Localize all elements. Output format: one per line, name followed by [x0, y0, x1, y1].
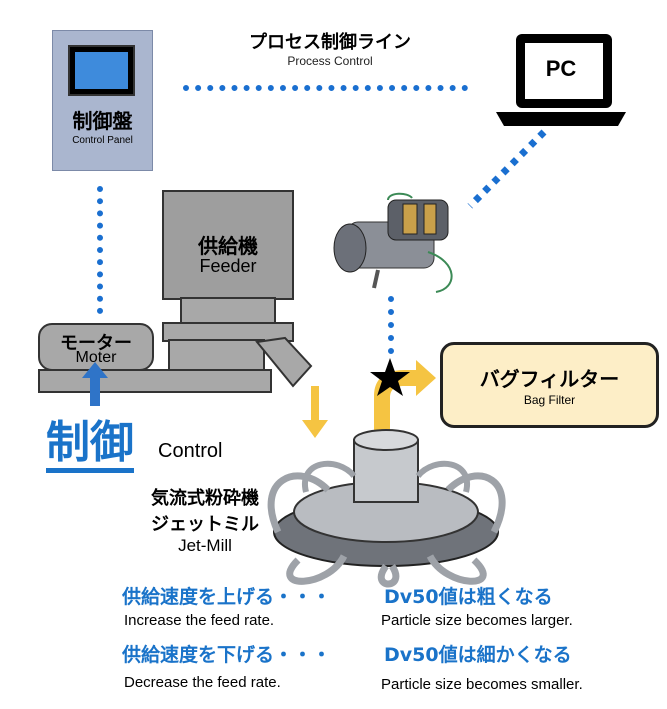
control-subtitle: Control: [158, 440, 223, 462]
feeder-base: [38, 369, 272, 393]
control-panel: 制御盤 Control Panel: [52, 30, 153, 171]
rule-2-result-jp: Dv50値は細かくなる: [384, 644, 572, 666]
bag-filter: バグフィルター Bag Filter: [440, 342, 659, 428]
control-arrow-icon: [82, 362, 108, 406]
panel-motor-link: [97, 186, 103, 314]
bag-filter-subtitle: Bag Filter: [523, 393, 576, 407]
rule-2-action-jp: 供給速度を下げる・・・: [122, 644, 332, 666]
bag-filter-title: バグフィルター: [479, 367, 620, 391]
rule-1-result-en: Particle size becomes larger.: [381, 612, 573, 629]
feeder-hopper: 供給機 Feeder: [162, 190, 294, 300]
sensor-star-link: [388, 296, 394, 354]
process-line-subtitle: Process Control: [287, 54, 373, 68]
control-title: 制御: [46, 418, 134, 473]
rule-1-action-en: Increase the feed rate.: [124, 612, 275, 629]
jet-mill-title-jp: 気流式粉砕機: [151, 488, 259, 509]
motor-unit: モーター Moter: [38, 323, 154, 371]
particle-sensor-image: [333, 192, 453, 293]
jet-mill-title-kana: ジェットミル: [151, 514, 259, 535]
laptop-icon: [496, 34, 626, 126]
pc-sensor-link: [467, 129, 547, 209]
rule-1-action-jp: 供給速度を上げる・・・: [122, 586, 332, 608]
process-line-title: プロセス制御ライン: [249, 32, 411, 53]
control-panel-title: 制御盤: [72, 109, 133, 133]
feed-arrow-icon: [302, 386, 328, 438]
feeder-neck: [180, 297, 276, 325]
jet-mill-image: [267, 429, 506, 588]
panel-screen-display: [75, 52, 128, 89]
feeder-chute: [255, 336, 313, 388]
feeder-subtitle: Feeder: [199, 256, 257, 276]
rule-1-result-jp: Dv50値は粗くなる: [384, 586, 553, 608]
process-line-link: [183, 85, 468, 91]
panel-screen: [68, 45, 135, 96]
control-panel-subtitle: Control Panel: [72, 135, 133, 146]
star-icon: [370, 358, 410, 396]
feeder-title: 供給機: [198, 234, 258, 258]
motor-subtitle: Moter: [75, 349, 117, 366]
motor-title: モーター: [60, 333, 132, 354]
rule-2-result-en: Particle size becomes smaller.: [381, 676, 583, 693]
pc-label: PC: [545, 56, 577, 81]
jet-mill-title-en: Jet-Mill: [178, 536, 232, 555]
rule-2-action-en: Decrease the feed rate.: [124, 674, 281, 691]
pc-laptop: PC: [496, 30, 626, 130]
